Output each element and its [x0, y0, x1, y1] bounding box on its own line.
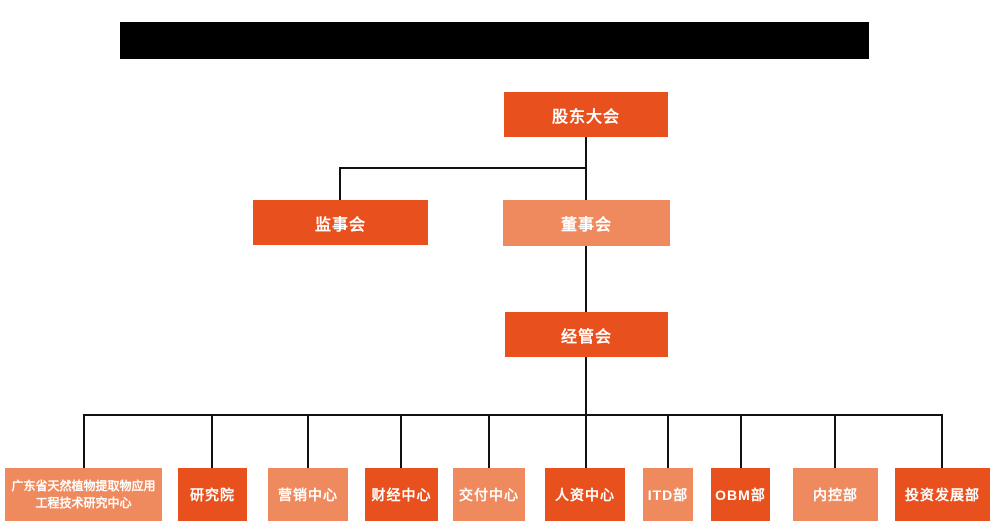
node-dept-internal-control: 内控部: [793, 468, 878, 521]
connector-dept-drop: [400, 414, 402, 468]
connector-dept-drop: [211, 414, 213, 468]
node-dept-delivery-center: 交付中心: [453, 468, 525, 521]
connector-dept-drop: [740, 414, 742, 468]
connector-board-to-management: [585, 246, 587, 312]
connector-dept-drop: [83, 414, 85, 468]
connector-dept-drop: [667, 414, 669, 468]
node-dept-hr-center: 人资中心: [545, 468, 625, 521]
node-board-of-directors: 董事会: [503, 200, 670, 246]
connector-dept-drop: [834, 414, 836, 468]
connector-management-to-bus: [585, 357, 587, 468]
connector-dept-drop: [488, 414, 490, 468]
connector-dept-drop: [307, 414, 309, 468]
connector-dept-drop: [941, 414, 943, 468]
node-management-committee: 经管会: [505, 312, 668, 357]
connector-supervisory-drop: [339, 167, 341, 200]
node-dept-finance-center: 财经中心: [365, 468, 438, 521]
node-shareholders-meeting: 股东大会: [504, 92, 668, 137]
node-dept-investment-development: 投资发展部: [895, 468, 990, 521]
connector-department-bus: [83, 414, 943, 416]
node-supervisory-board: 监事会: [253, 200, 428, 245]
redacted-title-bar: [120, 22, 869, 59]
node-dept-itd: ITD部: [643, 468, 693, 521]
node-dept-marketing-center: 营销中心: [268, 468, 348, 521]
connector-level2-horizontal: [339, 167, 587, 169]
node-dept-research-center: 广东省天然植物提取物应用工程技术研究中心: [5, 468, 162, 521]
node-dept-research-institute: 研究院: [178, 468, 247, 521]
node-dept-obm: OBM部: [711, 468, 770, 521]
